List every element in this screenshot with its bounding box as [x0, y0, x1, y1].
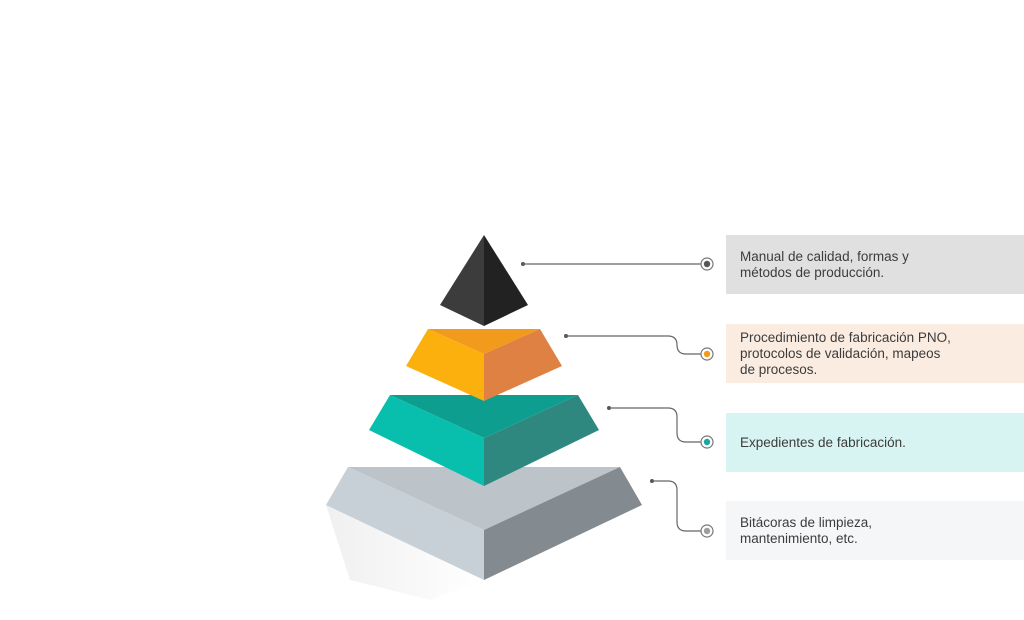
- level-2-label-box: Procedimiento de fabricación PNO, protoc…: [726, 324, 1024, 383]
- level-1-text: Manual de calidad, formas y métodos de p…: [740, 249, 909, 281]
- level-2-line-3: de procesos.: [740, 361, 818, 377]
- level-1-label-box: Manual de calidad, formas y métodos de p…: [726, 235, 1024, 294]
- connector-3: [607, 406, 714, 449]
- pyramid-tier-1: [440, 235, 528, 326]
- pyramid-tier-3: [369, 395, 599, 486]
- tier-3-right-face: [484, 395, 599, 486]
- level-1-line-1: Manual de calidad, formas y: [740, 248, 909, 264]
- level-4-line-1: Bitácoras de limpieza,: [740, 514, 873, 530]
- level-4-label-box: Bitácoras de limpieza, mantenimiento, et…: [726, 501, 1024, 560]
- level-2-line-2: protocolos de validación, mapeos: [740, 345, 941, 361]
- tier-4-top: [348, 467, 620, 530]
- connector-2: [564, 334, 714, 361]
- level-2-text: Procedimiento de fabricación PNO, protoc…: [740, 330, 951, 378]
- connector-1: [521, 257, 714, 271]
- pyramid-tier-4: [326, 467, 642, 580]
- level-3-line-1: Expedientes de fabricación.: [740, 434, 906, 450]
- tier-2-left-face: [406, 329, 484, 401]
- level-3-label-box: Expedientes de fabricación.: [726, 413, 1024, 472]
- tier-1-left-face: [440, 235, 484, 326]
- tier-4-left-face: [326, 467, 484, 580]
- tier-4-right-face: [484, 467, 642, 580]
- level-3-text: Expedientes de fabricación.: [740, 435, 906, 451]
- tier-1-right-face: [484, 235, 528, 326]
- level-2-line-1: Procedimiento de fabricación PNO,: [740, 329, 951, 345]
- pyramid-tier-2: [406, 329, 562, 401]
- tier-3-top: [390, 395, 578, 438]
- connector-4: [650, 479, 714, 538]
- tier-2-top: [428, 329, 540, 354]
- level-1-line-2: métodos de producción.: [740, 264, 885, 280]
- tier-4-shadow: [326, 505, 484, 600]
- level-4-text: Bitácoras de limpieza, mantenimiento, et…: [740, 515, 872, 547]
- tier-2-right-face: [484, 329, 562, 401]
- level-4-line-2: mantenimiento, etc.: [740, 530, 858, 546]
- tier-3-left-face: [369, 395, 484, 486]
